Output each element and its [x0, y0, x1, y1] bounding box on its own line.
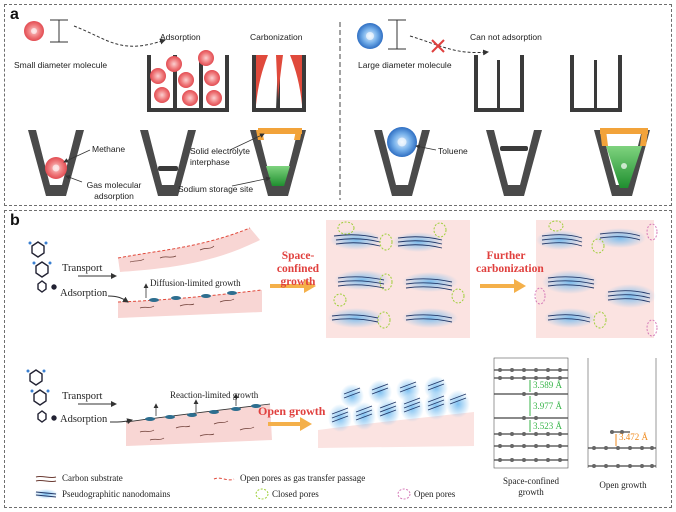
legend-closed-pores: Closed pores: [272, 489, 319, 499]
funnel-sei: [140, 130, 196, 196]
caption-space-confined: Space-confined growth: [503, 476, 559, 497]
large-molecule-path-arrow: [409, 35, 489, 56]
legend-pseudographitic-icon: [34, 489, 58, 499]
caption-open-growth: Open growth: [599, 480, 647, 490]
legend-carbon-substrate: Carbon substrate: [62, 473, 123, 483]
adsorption-label-1: Adsorption: [60, 288, 108, 299]
substrate-strokes-2: [139, 420, 255, 441]
small-molecule-path-arrow: [73, 25, 166, 47]
methane-label: Methane: [92, 144, 126, 154]
funnel-empty: [486, 130, 542, 196]
legend-open-pores-icon: [397, 488, 411, 500]
carbonized-pores: [252, 55, 306, 112]
legend-carbon-substrate-icon: [35, 475, 57, 483]
cross-icon: [431, 39, 445, 53]
legend-open-pores: Open pores: [414, 489, 456, 499]
large-size-bracket: [388, 19, 406, 50]
toluene-pointer: [415, 144, 437, 151]
funnel-green-large: [594, 128, 650, 196]
adsorption-label-2: Adsorption: [60, 414, 108, 425]
carbonization-label: Carbonization: [250, 32, 303, 42]
legend-open-pores-passage-icon: [213, 477, 235, 481]
legend-pseudographitic: Pseudographitic nanodomains: [62, 489, 171, 499]
panel-b-label: b: [10, 212, 20, 229]
small-size-bracket: [50, 19, 68, 43]
adsorption-pores: [147, 55, 229, 112]
space-confined-label: Space-confined growth: [276, 250, 320, 288]
gas-adsorption-pointer: [65, 175, 83, 183]
small-diameter-label: Small diameter molecule: [14, 60, 108, 70]
large-molecule-icon: [357, 23, 383, 49]
domains-seed-1: [149, 291, 237, 302]
panel-b-frame: [4, 210, 672, 508]
sodium-pointer: [231, 176, 271, 187]
diffusion-limited-label: Diffusion-limited growth: [150, 278, 241, 288]
further-carbonization-label: Further carbonization: [476, 250, 544, 275]
space-confined-structure: [326, 220, 470, 338]
domains-seed-2: [145, 404, 261, 421]
transport-label-2: Transport: [62, 391, 103, 402]
open-growth-arrow-label: Open growth: [258, 404, 326, 418]
arrow-open-growth: [268, 417, 312, 431]
spacing-open: 3.472 Å: [619, 432, 648, 442]
adsorption-arrow-2: [109, 418, 133, 425]
substrate-lower-1: [118, 290, 262, 318]
panel-a-frame: [4, 4, 672, 206]
can-not-adsorption-label: Can not adsorption: [470, 32, 542, 42]
further-carbonized-structure: [534, 220, 658, 338]
small-molecule-icon: [24, 21, 44, 41]
legend-closed-pores-icon: [255, 488, 269, 500]
substrate-strokes-1: [129, 245, 235, 309]
sei-label: Solid electrolyte interphase: [190, 146, 251, 167]
sodium-storage-label: Sodium storage site: [178, 184, 254, 194]
layer-stack-confined: [493, 357, 569, 469]
layer-stack-open: [587, 358, 657, 468]
molecule-icons-row1: [31, 241, 57, 293]
transport-label-1: Transport: [62, 263, 103, 274]
spacing-2: 3.977 Å: [533, 401, 562, 411]
legend-open-pores-passage: Open pores as gas transfer passage: [240, 473, 366, 483]
empty-pores-2: [570, 55, 622, 112]
molecule-icons-row2: [29, 369, 57, 423]
arrow-space-confined: [270, 279, 316, 293]
spacing-3: 3.523 Å: [533, 421, 562, 431]
funnel-toluene: [374, 127, 430, 196]
adsorption-arrow-1: [107, 295, 129, 303]
open-growth-structure: [318, 376, 474, 448]
spacing-1: 3.589 Å: [533, 380, 562, 390]
toluene-label: Toluene: [438, 146, 468, 156]
substrate-upper-1: [118, 228, 260, 272]
large-diameter-label: Large diameter molecule: [358, 60, 452, 70]
empty-pores-1: [474, 55, 524, 112]
panel-a-label: a: [10, 6, 19, 23]
substrate-2: [126, 404, 272, 446]
adsorption-label: Adsorption: [160, 32, 201, 42]
molecule-icons-row1-dots: [28, 241, 52, 265]
adsorbed-small-molecules: [150, 50, 222, 106]
reaction-limited-label: Reaction-limited growth: [170, 390, 259, 400]
methane-pointer: [63, 149, 91, 163]
arrow-further-carbonization: [480, 279, 526, 293]
gas-molecular-adsorption-label: Gas molecular adsorption: [86, 180, 142, 201]
sei-pointer: [229, 133, 265, 151]
